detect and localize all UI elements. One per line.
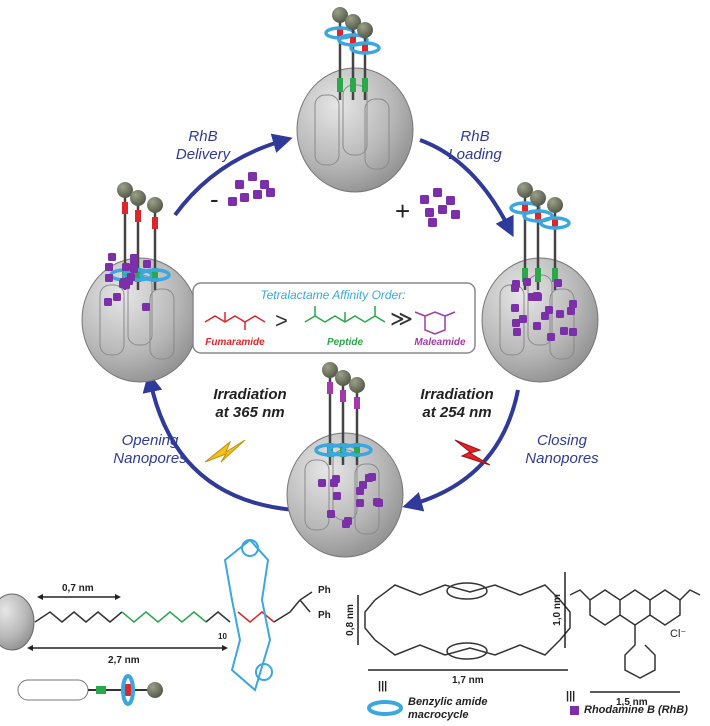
lightning-yellow-icon: [204, 439, 246, 463]
cargo-icon: [266, 188, 275, 197]
cargo-icon: [425, 208, 434, 217]
maleamide-label: Maleamide: [414, 337, 466, 348]
peptide-structure: [304, 306, 386, 323]
stopper-chain: [273, 591, 313, 623]
greater-than-2: ≫: [390, 306, 414, 331]
fumaramide-label: Fumaramide: [205, 337, 265, 348]
dim-10: 1,0 nm: [551, 594, 563, 626]
ph-label-1: Ph: [318, 585, 331, 596]
cargo-icon: [451, 210, 460, 219]
equiv-2: |||: [566, 690, 576, 702]
affinity-title: Tetralactame Affinity Order:: [260, 288, 406, 302]
fumaramide-chain: [237, 611, 275, 623]
greater-than-1: >: [275, 308, 288, 333]
macrocycle-skeleton: [364, 582, 571, 660]
rhodamine-caption: Rhodamine B (RhB): [584, 704, 688, 716]
minus-sign: -: [210, 184, 219, 214]
n-label: 10: [218, 632, 227, 641]
cycle-arrows: [142, 133, 520, 512]
peptide-chain: [121, 611, 207, 623]
alkyl-chain: [205, 611, 231, 623]
maleamide-structure: [414, 311, 456, 335]
cargo-icon: [228, 197, 237, 206]
dim-15: 1,5 nm: [616, 697, 648, 708]
fumaramide-structure: [204, 312, 266, 330]
chloride-label: Cl⁻: [670, 628, 687, 640]
ph-label-2: Ph: [318, 610, 331, 621]
cargo-icon: [235, 180, 244, 189]
dim-08: 0,8 nm: [344, 604, 356, 636]
cargo-icon: [446, 196, 455, 205]
affinity-box: [192, 282, 476, 354]
plus-sign: +: [395, 196, 411, 226]
arrow-opening: [142, 372, 296, 512]
peptide-label: Peptide: [326, 337, 364, 348]
silica-surface-icon: [0, 593, 35, 651]
arrow-loading: [419, 138, 514, 238]
cargo-icon: [433, 188, 442, 197]
rotaxane-sketch: [17, 674, 163, 706]
nanoparticle-bottom: [286, 362, 404, 558]
dim-07: 0,7 nm: [62, 583, 94, 594]
cargo-icon: [253, 190, 262, 199]
rhodamine-skeleton: [569, 589, 701, 679]
cargo-icon: [420, 195, 429, 204]
cargo-icon: [428, 218, 437, 227]
cargo-icon: [248, 172, 257, 181]
cargo-icon: [260, 180, 269, 189]
arrow-closing: [402, 389, 520, 512]
rhb-legend-square: [570, 706, 579, 715]
bottom-panel: [0, 538, 701, 716]
cargo-icon: [438, 205, 447, 214]
nanoparticle-left: [81, 182, 199, 383]
cargo-icon: [240, 193, 249, 202]
arrow-delivery: [173, 133, 293, 217]
dim-27: 2,7 nm: [108, 655, 140, 666]
nanoparticle-right: [481, 182, 599, 383]
macrocycle-blue: [223, 538, 272, 692]
nanoparticle-top: [296, 7, 414, 193]
dim-17: 1,7 nm: [452, 675, 484, 686]
lightning-red-icon: [454, 439, 491, 466]
equiv-1: |||: [378, 680, 388, 692]
linker-chain: [34, 611, 123, 623]
macrocycle-ring-icon: [367, 700, 403, 716]
